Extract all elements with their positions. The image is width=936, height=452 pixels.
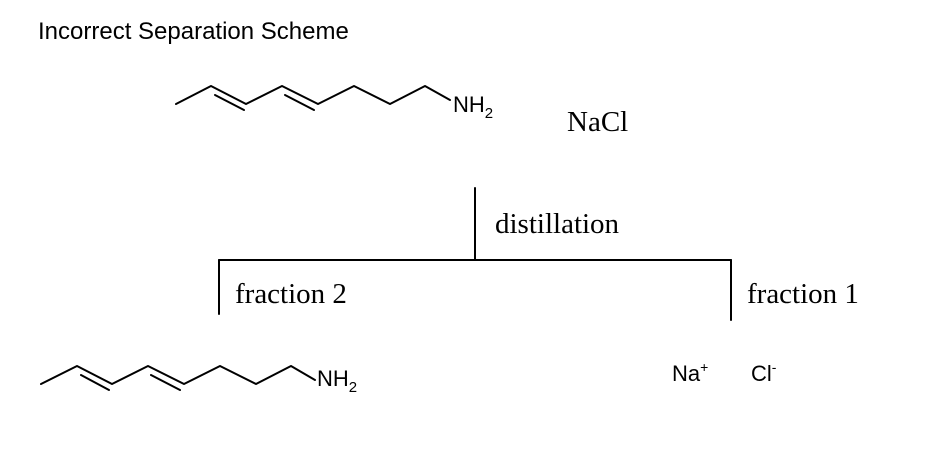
bottom-amine-structure [40,365,316,391]
fraction-2-label: fraction 2 [235,278,347,310]
chloride-anion-label: Cl- [751,359,777,386]
bottom-double-bond-2 [150,374,181,391]
process-step-label: distillation [495,208,620,240]
fraction-1-label: fraction 1 [747,278,859,310]
diagram-title: Incorrect Separation Scheme [38,18,349,45]
salt-label: NaCl [567,106,629,138]
top-amine-group-label: NH2 [453,92,494,122]
top-double-bond-1 [214,94,245,111]
bottom-amine-group-label: NH2 [317,366,358,396]
sodium-cation-label: Na+ [672,359,709,386]
top-amine-structure [175,85,451,111]
top-double-bond-2 [284,94,315,111]
bottom-double-bond-1 [80,374,110,391]
